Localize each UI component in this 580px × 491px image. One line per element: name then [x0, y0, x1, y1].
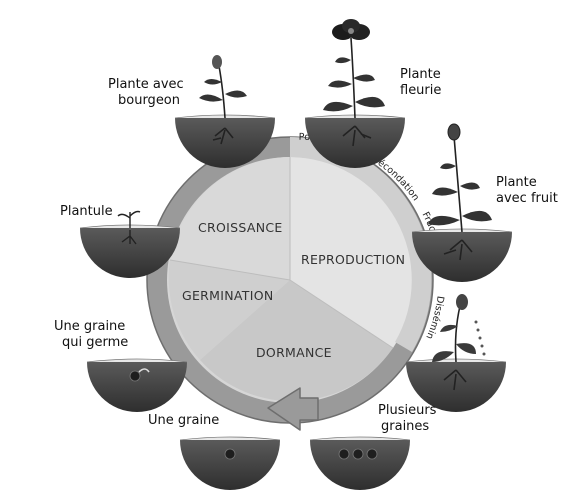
label-fleurie-2: fleurie — [400, 83, 441, 98]
bud-icon — [212, 55, 222, 69]
pod-icon — [456, 294, 468, 310]
stage-fleurie — [304, 19, 406, 168]
plant-icon — [342, 37, 372, 147]
label-germe-1: Une graine — [54, 319, 125, 334]
label-bourgeon-2: bourgeon — [118, 93, 180, 108]
seed-icon — [338, 448, 350, 460]
label-fruit-2: avec fruit — [496, 191, 558, 206]
soil-icon — [80, 228, 180, 278]
plant-icon — [443, 135, 473, 261]
label-bourgeon-1: Plante avec — [108, 77, 184, 92]
label-plusieurs-1: Plusieurs — [378, 403, 437, 418]
seed-icon — [366, 448, 378, 460]
stage-plantule — [79, 210, 181, 278]
soil-icon — [175, 118, 275, 168]
label-graine: Une graine — [148, 413, 219, 428]
seed-icon — [129, 370, 141, 382]
label-fruit-1: Plante — [496, 175, 537, 190]
stage-fruit — [411, 123, 513, 282]
stage-bourgeon — [174, 55, 276, 168]
stage-germe — [86, 358, 188, 412]
cycle-arrow-icon — [267, 387, 319, 431]
sprout-icon — [138, 368, 150, 373]
phase-germination: GERMINATION — [182, 288, 273, 303]
cycle-disc — [146, 136, 434, 431]
seed-icon — [224, 448, 236, 460]
label-fleurie-1: Plante — [400, 67, 441, 82]
leaf-icon — [199, 79, 247, 102]
sector-germination — [168, 260, 290, 360]
divider-line — [289, 279, 394, 349]
label-plantule: Plantule — [60, 204, 113, 219]
soil-icon — [412, 232, 512, 282]
stage-plusieurs — [309, 436, 411, 490]
seed-icon — [352, 448, 364, 460]
arc-text-band — [290, 137, 432, 352]
phase-dormance: DORMANCE — [256, 345, 332, 360]
wilted-leaf-icon — [432, 324, 476, 362]
falling-seeds-icon — [474, 320, 486, 356]
phase-reproduction: REPRODUCTION — [301, 252, 405, 267]
seedling-icon — [117, 210, 141, 245]
stage-graine — [179, 436, 281, 490]
soil-icon — [305, 118, 405, 168]
phase-croissance: CROISSANCE — [198, 220, 283, 235]
label-germe-2: qui germe — [62, 335, 128, 350]
flower-icon — [332, 19, 370, 40]
leaf-icon — [428, 163, 492, 226]
fruit-icon — [447, 123, 461, 141]
soil-icon — [406, 362, 506, 412]
soil-icon — [180, 440, 280, 490]
soil-icon — [87, 362, 187, 412]
sector-croissance — [170, 157, 290, 280]
plant-icon — [443, 305, 467, 391]
leaf-icon — [323, 57, 385, 112]
divider-line — [169, 259, 291, 281]
stage-dissemination — [405, 294, 507, 412]
label-plusieurs-2: graines — [381, 419, 429, 434]
plant-icon — [212, 65, 234, 145]
sector-dormance — [200, 280, 393, 402]
soil-icon — [310, 440, 410, 490]
